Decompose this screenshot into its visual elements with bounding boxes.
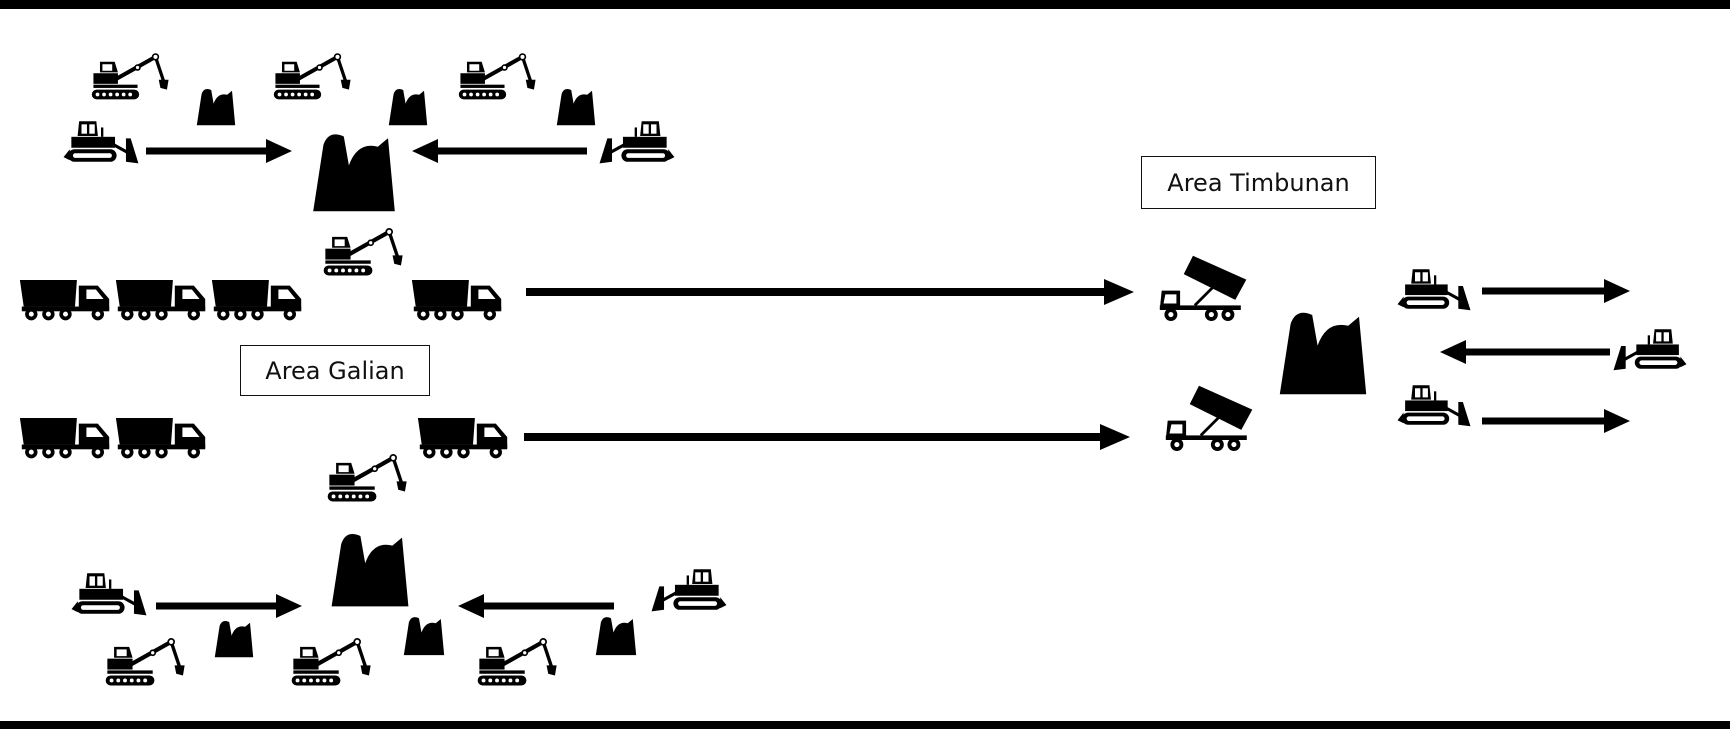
excavator-icon [459, 54, 536, 99]
disposal-area-label: Area Timbunan [1141, 156, 1376, 209]
excavator-icon [328, 455, 407, 502]
arrow-icon [1440, 340, 1610, 364]
arrow-icon [458, 594, 614, 618]
dump-truck-icon [115, 279, 206, 321]
arrow-icon [526, 279, 1134, 305]
arrow-icon [1482, 409, 1630, 433]
soil-mound-icon [331, 534, 409, 607]
bottom-excavation-cluster [70, 534, 728, 686]
arrow-icon [524, 424, 1130, 450]
soil-mound-icon [1279, 312, 1367, 395]
arrow-icon [412, 139, 587, 163]
disposal-cluster [1158, 254, 1688, 453]
dump-truck-icon [211, 279, 302, 321]
arrow-icon [156, 594, 302, 618]
excavator-icon [292, 639, 371, 686]
bulldozer-icon [650, 567, 728, 613]
bulldozer-icon [1396, 267, 1472, 312]
excavation-area-label: Area Galian [240, 345, 430, 396]
bulldozer-icon [1612, 327, 1688, 372]
dump-truck-icon [19, 279, 110, 321]
excavator-icon [106, 639, 185, 686]
bulldozer-icon [1396, 383, 1472, 428]
excavator-icon [324, 229, 403, 276]
excavator-icon [274, 54, 351, 99]
dump-truck-icon [411, 279, 502, 321]
bulldozer-icon [598, 119, 676, 165]
bulldozer-icon [70, 571, 148, 617]
soil-mound-icon [313, 134, 395, 212]
dump-truck-unloading-icon [1158, 254, 1248, 323]
soil-mound-icon [595, 617, 637, 656]
dump-truck-icon [417, 417, 508, 459]
bottom-border [0, 721, 1730, 729]
bulldozer-icon [62, 119, 140, 165]
soil-mound-icon [556, 89, 596, 126]
arrow-icon [146, 139, 292, 163]
top-excavation-cluster [62, 54, 676, 212]
excavator-icon [478, 639, 557, 686]
dump-truck-unloading-icon [1164, 384, 1254, 453]
soil-mound-icon [403, 617, 445, 656]
excavator-icon [92, 54, 169, 99]
soil-mound-icon [388, 89, 428, 126]
dump-truck-icon [115, 417, 206, 459]
top-border [0, 0, 1730, 9]
soil-mound-icon [196, 89, 236, 126]
soil-mound-icon [214, 621, 254, 658]
arrow-icon [1482, 279, 1630, 303]
dump-truck-icon [19, 417, 110, 459]
